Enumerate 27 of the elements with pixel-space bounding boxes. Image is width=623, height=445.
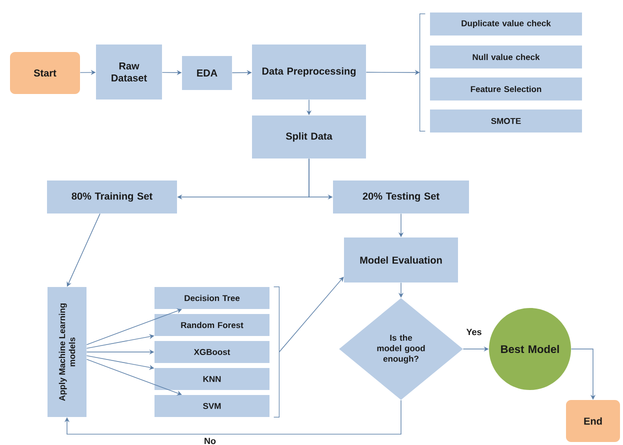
process-box: 20% Testing Set <box>333 180 469 214</box>
bracket <box>274 286 280 418</box>
edge-label: No <box>204 438 216 444</box>
process-box: EDA <box>182 56 232 90</box>
process-box: Model Evaluation <box>344 238 458 282</box>
step-box: Duplicate value check <box>430 12 582 36</box>
process-box: 80% Training Set <box>47 180 177 214</box>
process-box: Split Data <box>252 116 366 158</box>
process-box: Apply Machine Learning models <box>48 287 86 417</box>
process-box: Raw Dataset <box>96 44 162 100</box>
arrow <box>64 400 402 435</box>
model-box: Random Forest <box>154 314 270 336</box>
arrow <box>278 276 344 352</box>
model-box: SVM <box>154 395 270 417</box>
start-terminal: Start <box>10 52 80 94</box>
model-box: XGBoost <box>154 341 270 363</box>
model-box: KNN <box>154 368 270 390</box>
end-terminal: End <box>566 400 620 442</box>
arrow <box>86 308 182 346</box>
bracket <box>420 14 426 132</box>
model-box: Decision Tree <box>154 287 270 309</box>
step-box: Null value check <box>430 46 582 68</box>
step-box: SMOTE <box>430 110 582 132</box>
process-box: Data Preprocessing <box>252 44 366 100</box>
arrow <box>86 358 182 396</box>
edge-label: Yes <box>466 328 482 336</box>
step-box: Feature Selection <box>430 78 582 100</box>
